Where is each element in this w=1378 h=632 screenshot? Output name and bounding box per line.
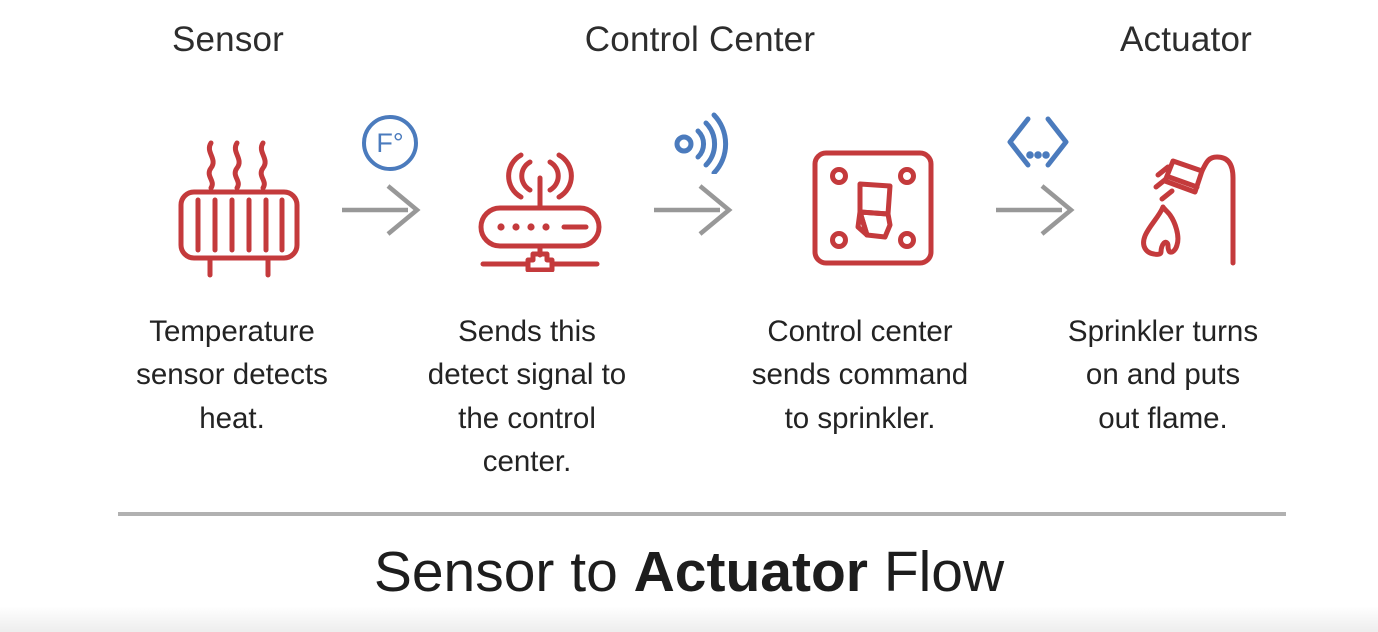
- caption-step-1: Temperature sensor detects heat.: [136, 315, 328, 435]
- title-emphasis: Actuator: [633, 540, 868, 604]
- bottom-fade-gradient: [0, 606, 1378, 632]
- fahrenheit-badge-label: F°: [376, 127, 404, 158]
- header-control-center: Control Center: [584, 20, 816, 59]
- header-actuator: Actuator: [1120, 20, 1252, 59]
- sprinkler-flame-icon: [1141, 154, 1236, 266]
- page-title: Sensor to Actuator Flow: [0, 540, 1378, 606]
- right-arrow-icon: [342, 184, 421, 236]
- wireless-signal-icon: [674, 112, 729, 174]
- header-sensor: Sensor: [171, 20, 285, 59]
- caption-step-4: Sprinkler turns on and puts out flame.: [1067, 315, 1259, 435]
- wifi-router-icon: [478, 152, 602, 272]
- caption-step-3: Control center sends command to sprinkle…: [751, 315, 969, 435]
- fahrenheit-badge-icon: F°: [362, 115, 418, 171]
- caption-step-2: Sends this detect signal to the control …: [427, 315, 627, 479]
- code-command-icon: [1007, 116, 1069, 168]
- divider-line: [118, 512, 1286, 516]
- right-arrow-icon: [654, 184, 733, 236]
- switch-panel-icon: [812, 150, 934, 266]
- radiator-heat-icon: [178, 140, 300, 278]
- right-arrow-icon: [996, 184, 1075, 236]
- title-suffix: Flow: [867, 540, 1005, 604]
- title-prefix: Sensor to: [373, 540, 634, 604]
